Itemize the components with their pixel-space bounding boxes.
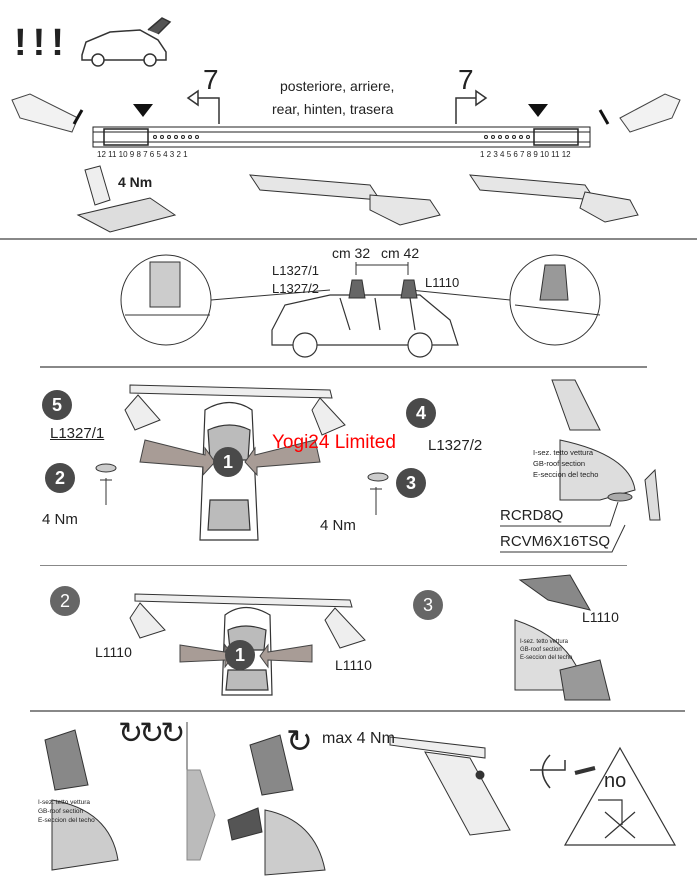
torque-label-left: 4 Nm bbox=[42, 511, 78, 528]
max-torque-label: max 4 Nm bbox=[322, 730, 395, 747]
car-icon bbox=[81, 17, 172, 67]
torque-label: 4 Nm bbox=[118, 174, 153, 190]
part-label-left: L1110 bbox=[95, 644, 132, 660]
roof-section-diagram bbox=[551, 379, 661, 521]
part-label-right: L1327/2 bbox=[428, 437, 483, 454]
section-divider bbox=[40, 565, 627, 566]
step-badge: 5 bbox=[42, 390, 72, 420]
section-divider bbox=[40, 366, 647, 368]
direction-text-line1: posteriore, arriere, bbox=[280, 78, 395, 94]
rail-insert-drawing-2 bbox=[469, 174, 639, 223]
bar-front bbox=[124, 384, 346, 436]
arrow-right-icon-2 bbox=[259, 643, 313, 669]
clamp-adjust-drawing bbox=[44, 729, 119, 871]
roof-section-es: E-seccion del techo bbox=[520, 655, 573, 661]
step-badge: 2 bbox=[50, 586, 80, 616]
foot-assembly-drawing bbox=[389, 736, 511, 836]
screw-code: RCVM6X16TSQ bbox=[500, 533, 611, 550]
step-badge: 1 bbox=[225, 640, 255, 670]
offset-arrow-left bbox=[186, 89, 220, 124]
step-badge: 1 bbox=[213, 447, 243, 477]
rail-holes bbox=[153, 135, 530, 139]
no-warning-triangle bbox=[563, 746, 677, 846]
step-badge: 3 bbox=[396, 468, 426, 498]
part-label-right: L1110 bbox=[335, 657, 372, 673]
offset-arrow-right bbox=[455, 89, 488, 124]
no-label: no bbox=[604, 770, 627, 792]
section-divider bbox=[30, 710, 685, 712]
roof-section-gb: GB-roof section bbox=[533, 459, 586, 468]
section-divider bbox=[0, 238, 697, 240]
part-label-side: L1110 bbox=[582, 609, 619, 625]
car-side-view bbox=[271, 294, 459, 358]
part-label-l1110: L1110 bbox=[425, 275, 460, 290]
distance-label-2: cm 42 bbox=[381, 245, 420, 261]
washer-code: RCRD8Q bbox=[500, 507, 564, 524]
next-step-arrow-icon bbox=[186, 769, 216, 861]
marker-right-icon bbox=[528, 104, 548, 117]
screw-washer-left bbox=[95, 463, 117, 505]
rail-bar bbox=[92, 126, 591, 148]
roof-section-it: I-sez. tetto vettura bbox=[533, 448, 594, 457]
screw-washer-right bbox=[367, 472, 389, 515]
torque-label-right: 4 Nm bbox=[320, 517, 356, 534]
rail-insert-drawing bbox=[249, 174, 441, 226]
warning-marks: !!! bbox=[14, 22, 70, 64]
arrow-right-icon bbox=[244, 439, 321, 477]
part-label-l1327-2: L1327/2 bbox=[272, 281, 319, 296]
roof-section-label: I-sez. tetto vettura GB-roof section E-s… bbox=[38, 798, 95, 825]
step-badge: 2 bbox=[45, 463, 75, 493]
bar-rear bbox=[129, 593, 366, 649]
scale-right: 1 2 3 4 5 6 7 8 9 10 11 12 bbox=[480, 150, 571, 159]
hex-key-icon bbox=[530, 754, 596, 789]
part-label-l1327-1: L1327/1 bbox=[272, 263, 319, 278]
scale-left: 12 11 10 9 8 7 6 5 4 3 2 1 bbox=[97, 150, 188, 159]
watermark: Yogi24 Limited bbox=[272, 432, 396, 453]
roof-section-label: I-sez. tetto vettura GB-roof section E-s… bbox=[533, 447, 598, 480]
step-badge: 3 bbox=[413, 590, 443, 620]
step-badge: 4 bbox=[406, 398, 436, 428]
foot-markers bbox=[348, 279, 418, 299]
clamp-tighten-drawing bbox=[227, 734, 326, 876]
end-cap-left bbox=[11, 93, 84, 133]
distance-label-1: cm 32 bbox=[332, 245, 371, 261]
roof-section-gb: GB-roof section bbox=[38, 808, 84, 815]
roof-section-gb: GB-roof section bbox=[520, 647, 562, 653]
part-label-left: L1327/1 bbox=[50, 425, 105, 442]
end-cap-right bbox=[598, 93, 681, 133]
offset-right-number: 7 bbox=[458, 64, 474, 95]
roof-section-label: I-sez. tetto vettura GB-roof section E-s… bbox=[520, 638, 572, 662]
direction-text-line2: rear, hinten, trasera bbox=[272, 101, 394, 117]
roof-section-diagram-2 bbox=[514, 574, 611, 701]
roof-section-es: E-seccion del techo bbox=[533, 470, 599, 479]
roof-section-es: E-seccion del techo bbox=[38, 817, 95, 824]
torque-step-drawing bbox=[76, 165, 177, 233]
rotate-icons: ↻↻↻ bbox=[118, 717, 185, 750]
rotate-icon: ↻ bbox=[286, 723, 313, 759]
offset-left-number: 7 bbox=[203, 64, 219, 95]
arrow-left-icon bbox=[139, 439, 216, 477]
roof-section-it: I-sez. tetto vettura bbox=[38, 799, 91, 806]
marker-left-icon bbox=[133, 104, 153, 117]
roof-section-it: I-sez. tetto vettura bbox=[520, 639, 569, 645]
